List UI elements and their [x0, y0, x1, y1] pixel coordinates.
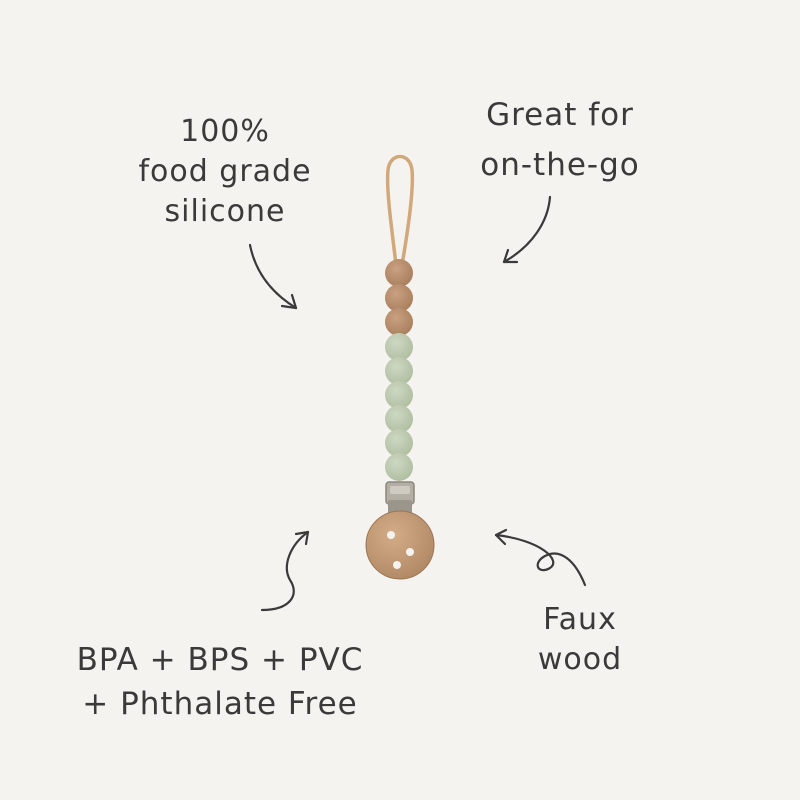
label-line: on-the-go	[480, 147, 640, 183]
label-line: Great for	[486, 97, 634, 133]
wood-bead	[385, 284, 413, 312]
silicone-bead	[385, 333, 413, 361]
arrow-wood	[494, 528, 587, 587]
metal-clasp	[385, 481, 415, 514]
label-line: 100%	[180, 114, 270, 149]
label-line: silicone	[164, 194, 286, 229]
wood-bead	[385, 308, 413, 336]
arrow-free	[260, 530, 310, 612]
silicone-bead	[385, 453, 413, 481]
cord-loop	[385, 154, 415, 267]
silicone-bead	[385, 405, 413, 433]
label-line: Faux	[543, 602, 617, 637]
label-great-for-on-the-go: Great for on-the-go	[450, 90, 670, 190]
label-line: food grade	[138, 154, 312, 189]
label-bpa-free: BPA + BPS + PVC + Phthalate Free	[30, 638, 410, 726]
wood-bead	[385, 259, 413, 287]
wooden-clip	[365, 510, 435, 580]
label-line: + Phthalate Free	[82, 686, 358, 722]
arrow-go	[502, 195, 552, 264]
label-food-grade-silicone: 100% food grade silicone	[120, 112, 330, 232]
label-faux-wood: Faux wood	[520, 600, 640, 680]
arrow-silicone	[248, 243, 298, 310]
label-line: BPA + BPS + PVC	[76, 642, 364, 678]
label-line: wood	[537, 642, 623, 677]
silicone-bead	[385, 357, 413, 385]
silicone-bead	[385, 381, 413, 409]
silicone-bead	[385, 429, 413, 457]
